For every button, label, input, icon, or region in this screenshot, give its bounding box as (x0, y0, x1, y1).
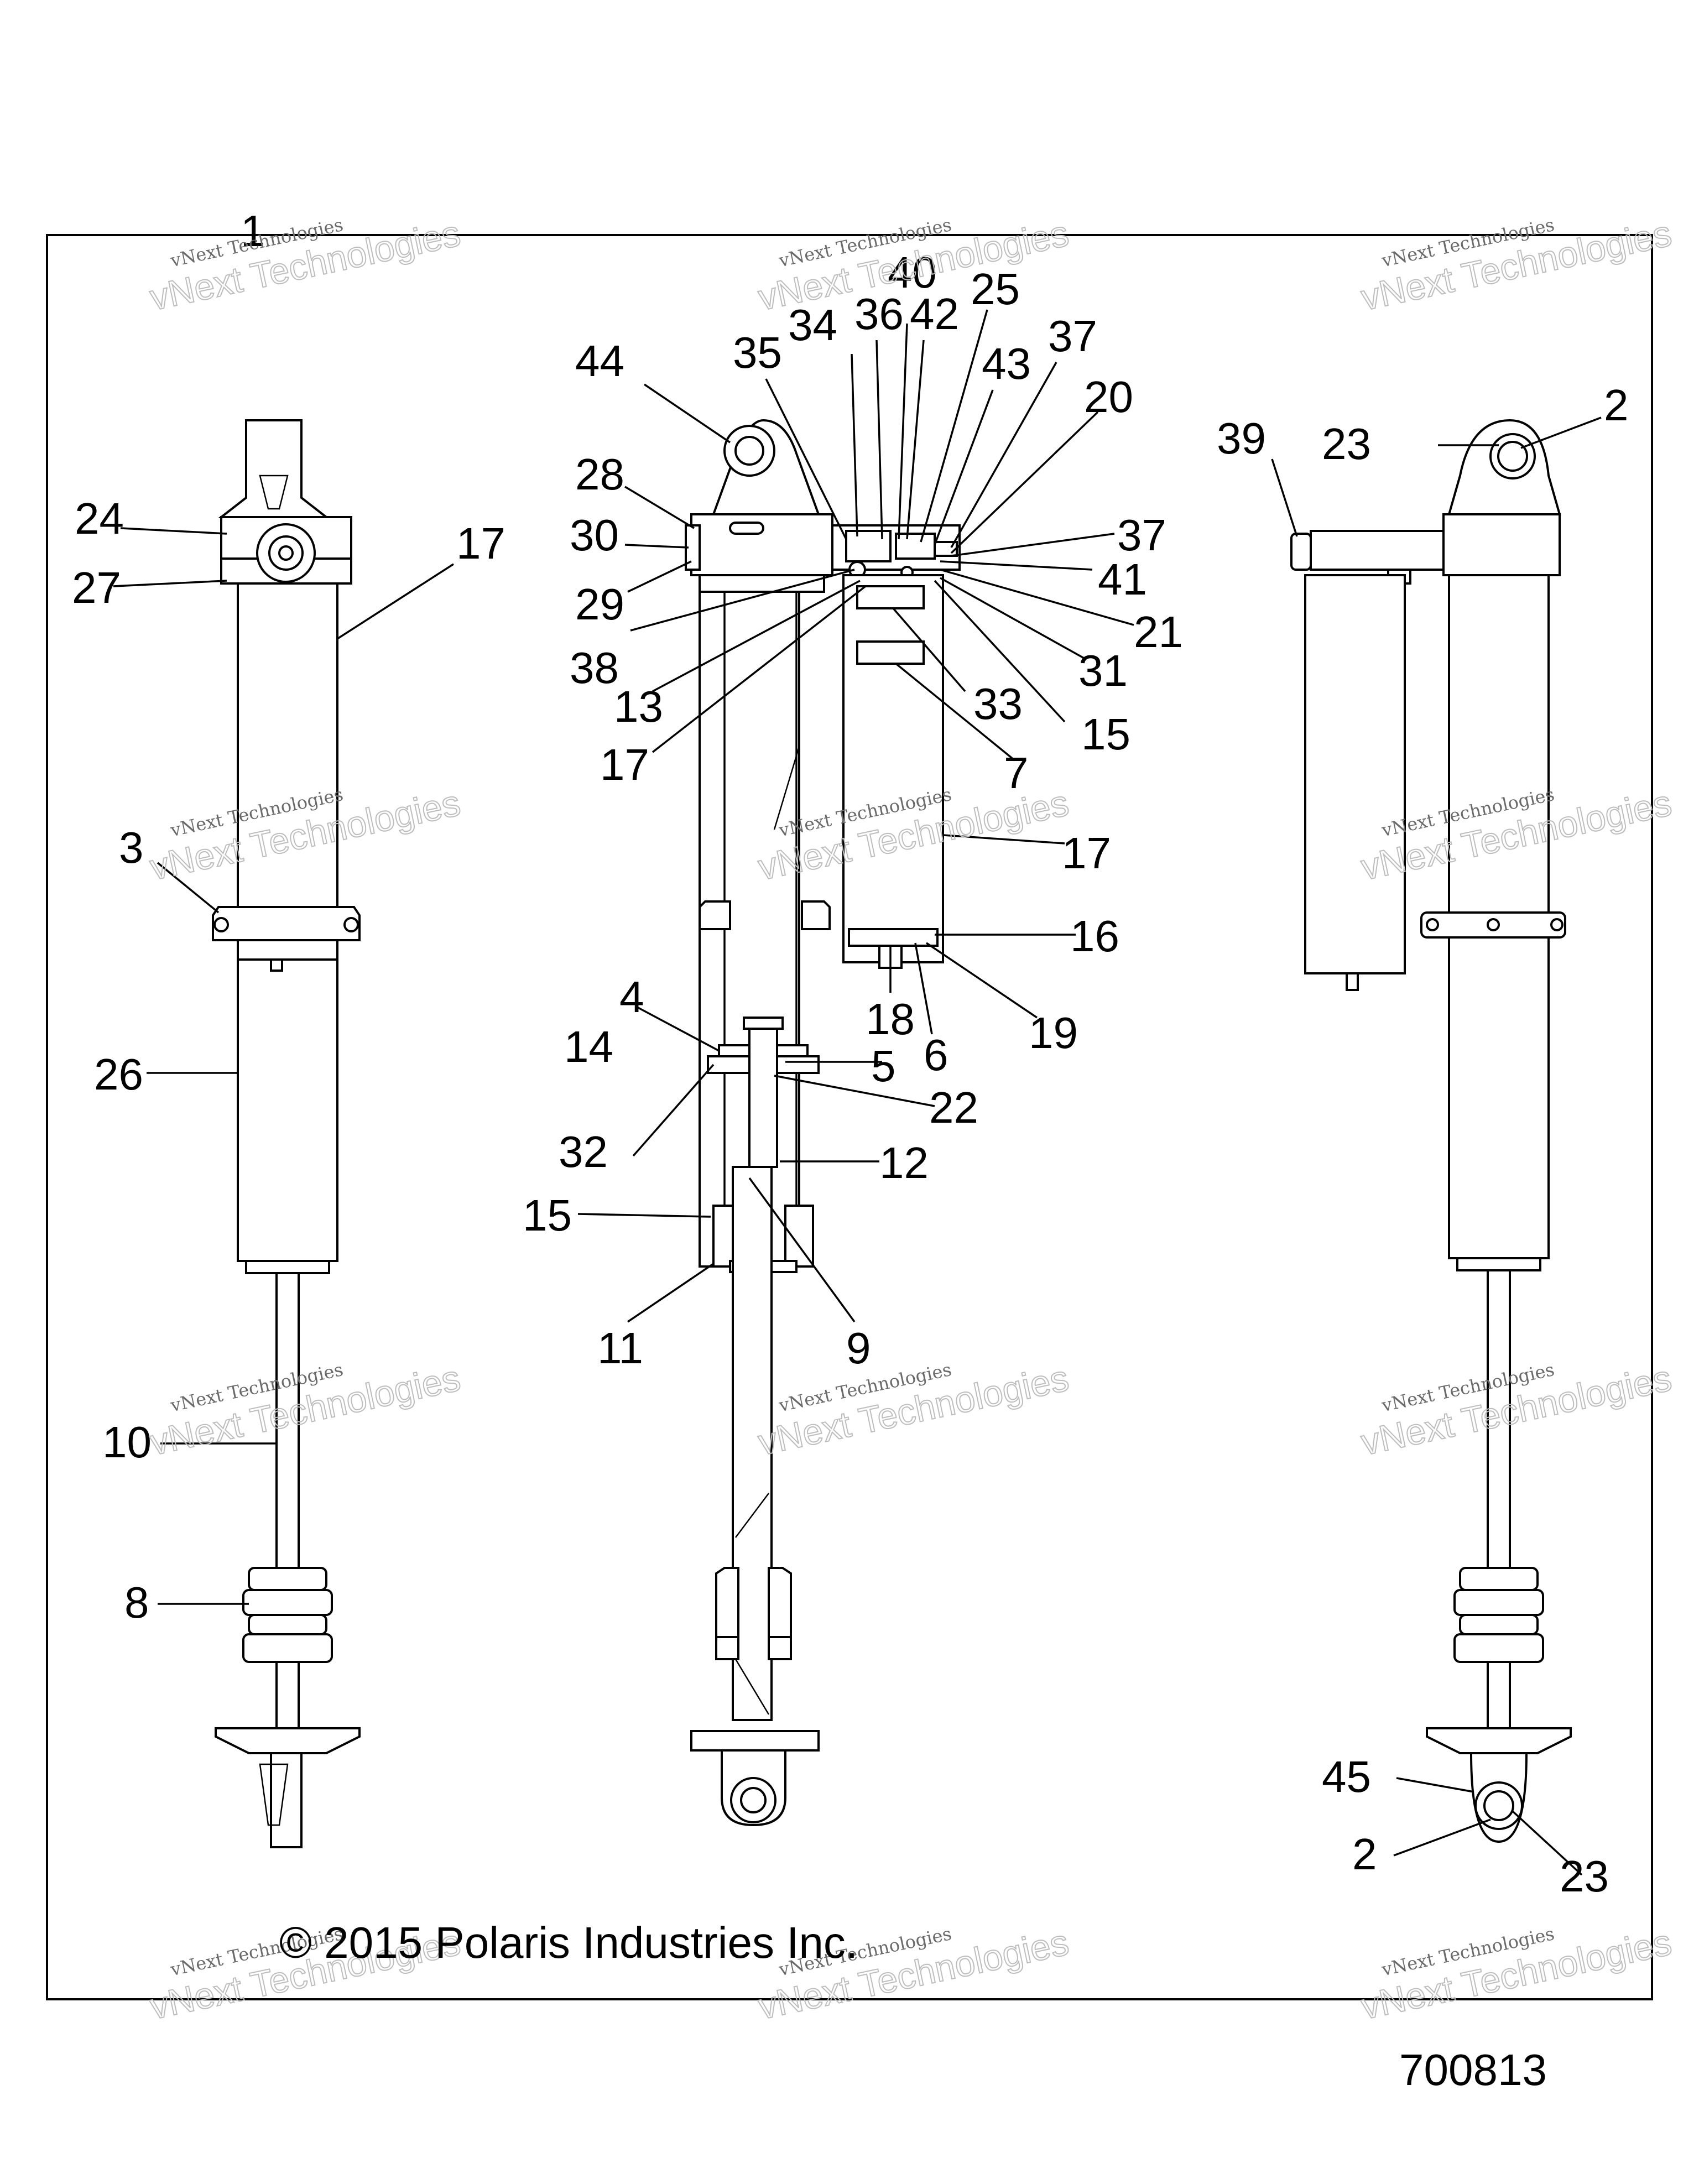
callout-3: 3 (119, 823, 144, 872)
callout-2b: 2 (1352, 1829, 1377, 1879)
left-shock-assembly (212, 419, 361, 1848)
callout-23: 23 (1322, 419, 1371, 468)
callout-17b: 17 (600, 740, 649, 789)
callout-23b: 23 (1560, 1852, 1609, 1901)
callout-1: 1 (241, 206, 265, 256)
callout-19: 19 (1029, 1008, 1078, 1057)
callout-16: 16 (1070, 911, 1119, 961)
callout-17: 17 (456, 519, 505, 568)
callout-11: 11 (597, 1323, 643, 1373)
callout-5: 5 (871, 1041, 896, 1091)
callout-labels: 1 24 27 17 3 26 10 8 44 35 34 36 40 42 2… (72, 206, 1629, 1901)
callout-44: 44 (575, 336, 624, 385)
callout-28: 28 (575, 450, 624, 499)
callout-10: 10 (102, 1417, 152, 1467)
diagram-frame (46, 234, 1653, 2000)
callout-40: 40 (888, 248, 937, 297)
callout-35: 35 (733, 328, 782, 377)
callout-41: 41 (1098, 555, 1147, 604)
callout-15: 15 (1081, 710, 1130, 759)
watermark: vNext Technologies vNext Technologies (145, 212, 464, 319)
callout-13: 13 (614, 682, 663, 731)
callout-8: 8 (124, 1578, 149, 1627)
callout-4: 4 (619, 972, 644, 1021)
callout-30: 30 (570, 510, 619, 560)
callout-22: 22 (929, 1083, 978, 1132)
leader-lines (113, 309, 1602, 1876)
callout-26: 26 (94, 1050, 143, 1099)
figure-number: 700813 (1399, 2045, 1547, 2094)
callout-14: 14 (564, 1022, 613, 1071)
callout-20: 20 (1084, 372, 1133, 421)
callout-39: 39 (1217, 414, 1266, 463)
callout-38: 38 (570, 643, 619, 692)
callout-21: 21 (1134, 607, 1183, 656)
watermark: vNext Technologies vNext Technologies (145, 1357, 464, 1463)
callout-29: 29 (575, 580, 624, 629)
copyright-notice: © 2015 Polaris Industries Inc. (279, 1918, 858, 1967)
callout-43: 43 (982, 339, 1031, 388)
callout-7: 7 (1004, 748, 1029, 798)
watermark: vNext Technologies vNext Technologies (1357, 1921, 1675, 2027)
callout-27: 27 (72, 563, 121, 612)
center-shock-cutaway (685, 419, 961, 1827)
callout-34: 34 (788, 300, 837, 350)
callout-33: 33 (973, 679, 1023, 728)
callout-12: 12 (879, 1138, 929, 1187)
callout-15b: 15 (523, 1191, 572, 1240)
callout-9: 9 (846, 1323, 871, 1373)
callout-24: 24 (75, 494, 124, 543)
watermark-layer: vNext Technologies vNext Technologies vN… (145, 212, 1675, 2027)
callout-37b: 37 (1117, 510, 1166, 560)
watermark: vNext Technologies vNext Technologies (1357, 1357, 1675, 1463)
watermark: vNext Technologies vNext Technologies (754, 1357, 1072, 1463)
callout-36: 36 (854, 289, 904, 338)
callout-37: 37 (1048, 311, 1097, 361)
callout-2: 2 (1604, 380, 1629, 430)
callout-18: 18 (866, 994, 915, 1044)
callout-31: 31 (1078, 646, 1128, 695)
callout-17c: 17 (1062, 828, 1111, 878)
callout-25: 25 (971, 264, 1020, 314)
callout-32: 32 (559, 1127, 608, 1176)
watermark: vNext Technologies vNext Technologies (1357, 212, 1675, 319)
right-shock-assembly (1290, 419, 1572, 1843)
callout-42: 42 (910, 289, 959, 338)
callout-45: 45 (1322, 1752, 1371, 1801)
callout-6: 6 (924, 1030, 948, 1080)
